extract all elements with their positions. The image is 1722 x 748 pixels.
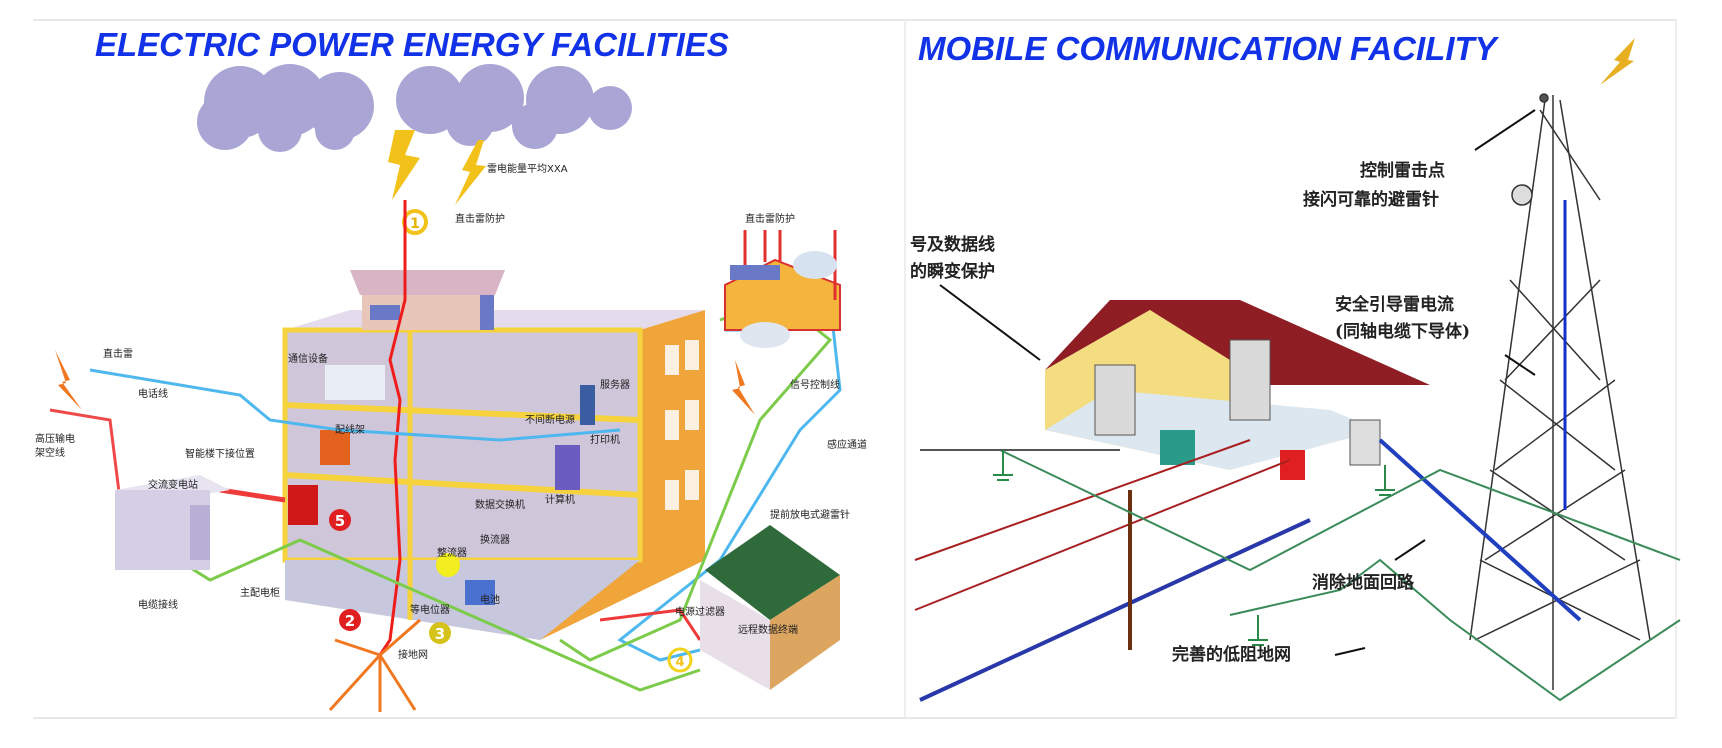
right-panel: MOBILE COMMUNICATION FACILITY 控制雷击点 接闪可靠… bbox=[910, 30, 1681, 702]
marker-4-number: 4 bbox=[675, 655, 684, 670]
ground-rod-burst bbox=[328, 618, 421, 712]
office-building bbox=[282, 270, 705, 640]
ground-symbol-icon bbox=[993, 450, 1395, 646]
label-ac-substation: 交流变电站 bbox=[148, 478, 198, 491]
label-ups: 不间断电源 bbox=[525, 413, 575, 426]
label-control-strike-point: 控制雷击点 bbox=[1360, 160, 1445, 181]
label-power-filter: 电源过滤器 bbox=[675, 605, 725, 618]
label-rectifier: 整流器 bbox=[437, 546, 467, 559]
storm-clouds bbox=[197, 64, 632, 152]
label-data-switch: 数据交换机 bbox=[475, 498, 525, 511]
label-overhead-line-2: 架空线 bbox=[35, 446, 65, 459]
label-direct-strike: 直击雷 bbox=[103, 347, 133, 360]
label-converter: 换流器 bbox=[480, 533, 510, 546]
label-telephone-line: 电话线 bbox=[138, 387, 168, 400]
ac-substation bbox=[115, 475, 230, 570]
cables-and-grounding bbox=[914, 438, 1681, 702]
label-induction-channel: 感应通道 bbox=[827, 438, 867, 451]
label-factory-protection: 直击雷防护 bbox=[745, 212, 795, 225]
label-cable-junction: 电缆接线 bbox=[138, 598, 178, 611]
marker-5: 5 bbox=[329, 509, 351, 531]
remote-terminal-house bbox=[700, 525, 840, 690]
label-smart-building-position: 智能楼下接位置 bbox=[185, 447, 255, 460]
label-patch-panel: 配线架 bbox=[335, 423, 365, 436]
label-comm-equipment: 通信设备 bbox=[288, 352, 328, 365]
lightning-bolt-icon bbox=[55, 350, 755, 415]
marker-3: 3 bbox=[429, 622, 451, 644]
equipment-shelter bbox=[1045, 300, 1430, 480]
marker-2: 2 bbox=[339, 609, 361, 631]
marker-1-number: 1 bbox=[410, 216, 420, 232]
lightning-bolt-icon bbox=[1600, 38, 1635, 85]
marker-4: 4 bbox=[667, 647, 693, 673]
label-computer: 计算机 bbox=[545, 493, 575, 506]
label-remote-terminal: 远程数据终端 bbox=[738, 623, 798, 636]
label-direct-strike-protection: 直击雷防护 bbox=[455, 212, 505, 225]
lightning-bolt-icon bbox=[388, 130, 486, 205]
left-panel-title: ELECTRIC POWER ENERGY FACILITIES bbox=[95, 26, 729, 63]
label-overhead-line-1: 高压输电 bbox=[35, 432, 75, 445]
label-coax-conductor: (同轴电缆下导体) bbox=[1335, 321, 1470, 342]
label-signal-data-line: 号及数据线 bbox=[910, 234, 995, 255]
label-ground-grid: 接地网 bbox=[398, 648, 428, 661]
label-eliminate-ground-loop: 消除地面回路 bbox=[1312, 572, 1415, 593]
label-early-streamer-rod: 提前放电式避雷针 bbox=[770, 508, 850, 521]
factory bbox=[724, 230, 841, 348]
label-printer: 打印机 bbox=[590, 433, 620, 446]
marker-3-number: 3 bbox=[435, 625, 445, 643]
left-panel: ELECTRIC POWER ENERGY FACILITIES 雷电能量平均X… bbox=[35, 26, 867, 712]
label-equipotential: 等电位器 bbox=[410, 603, 450, 616]
label-main-distribution: 主配电柜 bbox=[240, 586, 280, 599]
label-low-resistance-grid: 完善的低阻地网 bbox=[1172, 644, 1291, 665]
label-guide-current: 安全引导雷电流 bbox=[1335, 294, 1454, 315]
label-server: 服务器 bbox=[600, 378, 630, 391]
label-reliable-rod: 接闪可靠的避雷针 bbox=[1303, 189, 1439, 210]
label-signal-control-line: 信号控制线 bbox=[790, 378, 840, 391]
right-panel-title: MOBILE COMMUNICATION FACILITY bbox=[918, 30, 1500, 67]
marker-5-number: 5 bbox=[335, 512, 345, 530]
label-transient-protection: 的瞬变保护 bbox=[910, 261, 995, 282]
label-lightning-energy: 雷电能量平均XXA bbox=[487, 162, 568, 175]
label-battery: 电池 bbox=[480, 593, 500, 606]
marker-2-number: 2 bbox=[345, 612, 355, 630]
arrow-icon bbox=[939, 109, 1536, 656]
